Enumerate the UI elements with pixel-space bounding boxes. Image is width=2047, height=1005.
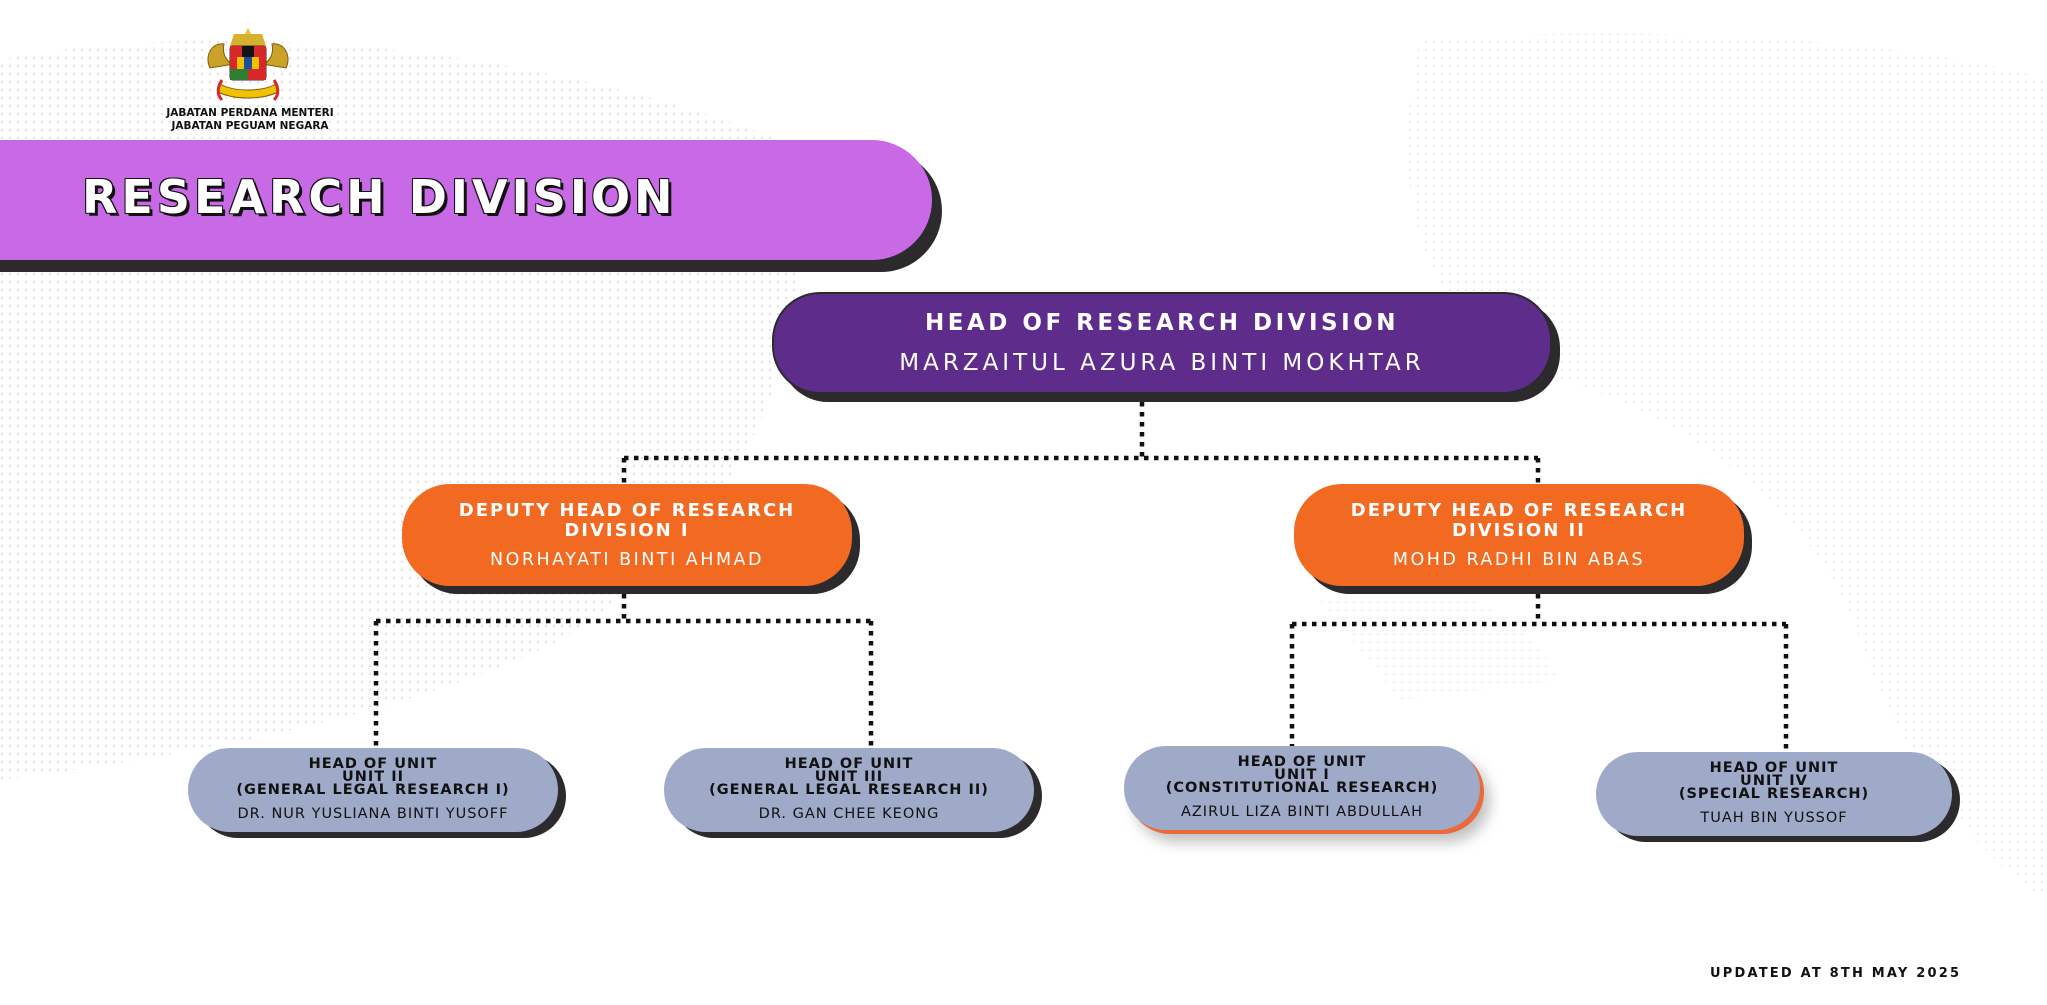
updated-date: UPDATED AT 8TH MAY 2025 (1710, 966, 1962, 981)
head-role: HEAD OF RESEARCH DIVISION (925, 310, 1399, 336)
unit-4-role: HEAD OF UNIT UNIT IV (SPECIAL RESEARCH) (1678, 760, 1870, 802)
unit-1-role-line-2: UNIT I (1274, 767, 1330, 783)
unit-3-role-line-1: HEAD OF UNIT (784, 756, 914, 772)
unit-1-box: HEAD OF UNIT UNIT I (CONSTITUTIONAL RESE… (1124, 746, 1480, 830)
deputy-head-1-box: DEPUTY HEAD OF RESEARCH DIVISION I NORHA… (402, 484, 852, 586)
unit-4-name: TUAH BIN YUSSOF (1700, 810, 1848, 826)
deputy-2-role: DEPUTY HEAD OF RESEARCH DIVISION II (1350, 499, 1688, 541)
agency-name: JABATAN PERDANA MENTERI JABATAN PEGUAM N… (140, 107, 360, 133)
connector-deputy-2-to-units (1289, 594, 1789, 752)
unit-2-name: DR. NUR YUSLIANA BINTI YUSOFF (237, 806, 509, 822)
unit-4-box: HEAD OF UNIT UNIT IV (SPECIAL RESEARCH) … (1596, 752, 1952, 836)
unit-4-role-line-2: UNIT IV (1740, 773, 1808, 789)
unit-2-role: HEAD OF UNIT UNIT II (GENERAL LEGAL RESE… (236, 756, 510, 798)
agency-line-2: JABATAN PEGUAM NEGARA (171, 120, 329, 132)
unit-3-box: HEAD OF UNIT UNIT III (GENERAL LEGAL RES… (664, 748, 1034, 832)
unit-4-role-line-3: (SPECIAL RESEARCH) (1678, 786, 1870, 802)
unit-1-role-line-1: HEAD OF UNIT (1237, 754, 1367, 770)
unit-3-role: HEAD OF UNIT UNIT III (GENERAL LEGAL RES… (709, 756, 989, 798)
title-banner (0, 140, 932, 260)
deputy-1-role: DEPUTY HEAD OF RESEARCH DIVISION I (458, 499, 796, 541)
deputy-1-name: NORHAYATI BINTI AHMAD (489, 549, 764, 570)
unit-1-name: AZIRUL LIZA BINTI ABDULLAH (1180, 804, 1424, 820)
deputy-2-role-line-1: DEPUTY HEAD OF RESEARCH (1350, 499, 1688, 521)
malaysia-coat-of-arms-logo (207, 28, 289, 102)
agency-line-1: JABATAN PERDANA MENTERI (166, 107, 334, 119)
page-title: RESEARCH DIVISION (82, 170, 677, 224)
head-of-division-box: HEAD OF RESEARCH DIVISION MARZAITUL AZUR… (772, 292, 1552, 394)
deputy-1-role-line-1: DEPUTY HEAD OF RESEARCH (458, 499, 796, 521)
connector-head-to-deputies (621, 402, 1541, 484)
unit-1-role-line-3: (CONSTITUTIONAL RESEARCH) (1165, 780, 1439, 796)
unit-4-role-line-1: HEAD OF UNIT (1709, 760, 1839, 776)
deputy-2-role-line-2: DIVISION II (1452, 519, 1586, 541)
unit-2-role-line-3: (GENERAL LEGAL RESEARCH I) (236, 782, 510, 798)
unit-3-role-line-3: (GENERAL LEGAL RESEARCH II) (709, 782, 989, 798)
unit-3-name: DR. GAN CHEE KEONG (758, 806, 940, 822)
deputy-2-name: MOHD RADHI BIN ABAS (1392, 549, 1646, 570)
connector-deputy-1-to-units (373, 594, 874, 748)
head-name: MARZAITUL AZURA BINTI MOKHTAR (899, 350, 1425, 376)
unit-1-role: HEAD OF UNIT UNIT I (CONSTITUTIONAL RESE… (1165, 754, 1439, 796)
deputy-head-2-box: DEPUTY HEAD OF RESEARCH DIVISION II MOHD… (1294, 484, 1744, 586)
unit-2-role-line-1: HEAD OF UNIT (308, 756, 438, 772)
unit-2-role-line-2: UNIT II (341, 769, 405, 785)
unit-2-box: HEAD OF UNIT UNIT II (GENERAL LEGAL RESE… (188, 748, 558, 832)
deputy-1-role-line-2: DIVISION I (564, 519, 690, 541)
unit-3-role-line-2: UNIT III (814, 769, 884, 785)
